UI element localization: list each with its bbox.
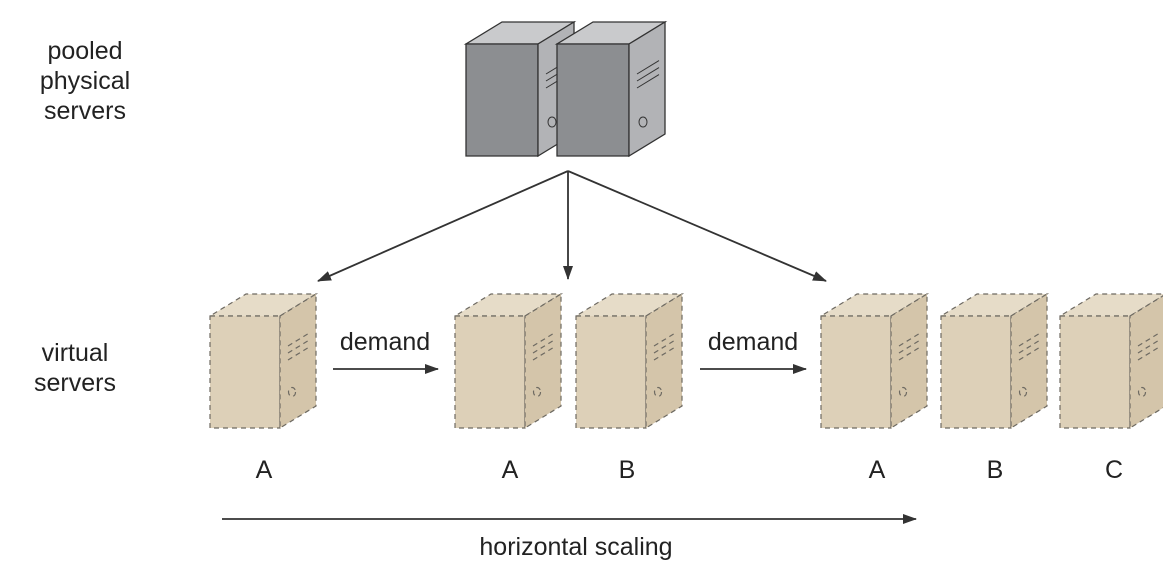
- physical-servers-group: [463, 20, 668, 158]
- arrow-icon: [317, 170, 569, 282]
- virtual-server-icon: [573, 292, 685, 430]
- horizontal-scaling-axis: horizontal scaling: [222, 514, 917, 561]
- server-front: [940, 315, 1012, 429]
- server-side: [890, 292, 928, 430]
- label-line: servers: [34, 369, 116, 397]
- drive-indicator: [638, 116, 648, 128]
- drive-indicator: [287, 386, 297, 398]
- server-letter-label: A: [502, 456, 519, 484]
- fan-out-arrows: [317, 170, 827, 282]
- virtual-server-icon: [452, 292, 564, 430]
- virtual-server-icon: [207, 292, 319, 430]
- label-line: virtual: [41, 339, 109, 367]
- vent-line: [1137, 339, 1161, 354]
- vent-line: [532, 332, 556, 347]
- vent-line: [1137, 332, 1161, 347]
- vent-line: [287, 332, 311, 347]
- label-line: physical: [39, 67, 131, 95]
- pooled-physical-servers-label: pooled physical servers: [20, 36, 150, 126]
- vent-line: [1018, 339, 1042, 354]
- vent-line: [653, 332, 677, 347]
- tower-server-icon: [554, 20, 668, 158]
- server-letter-label: A: [256, 456, 273, 484]
- vent-line: [898, 339, 922, 354]
- server-front: [465, 43, 539, 157]
- demand-label: demand: [340, 328, 430, 356]
- vent-line: [636, 74, 660, 89]
- server-side: [1129, 295, 1163, 430]
- server-front: [209, 315, 281, 429]
- arrow-icon: [567, 170, 827, 282]
- vent-line: [898, 332, 922, 347]
- vent-line: [532, 339, 556, 354]
- demand-label: demand: [708, 328, 798, 356]
- server-side: [645, 292, 683, 430]
- vent-line: [1137, 346, 1161, 361]
- server-front: [454, 315, 526, 429]
- virtual-server-icon: [938, 292, 1050, 430]
- label-line: servers: [44, 97, 126, 125]
- server-side: [1010, 292, 1048, 430]
- vent-line: [898, 346, 922, 361]
- server-side: [628, 20, 666, 158]
- server-letter-label: B: [987, 456, 1004, 484]
- server-front: [575, 315, 647, 429]
- vent-line: [287, 346, 311, 361]
- vent-line: [636, 67, 660, 82]
- axis-label: horizontal scaling: [479, 533, 672, 561]
- drive-indicator: [532, 386, 542, 398]
- server-front: [1059, 315, 1131, 429]
- server-front: [556, 43, 630, 157]
- vent-line: [653, 339, 677, 354]
- drive-indicator: [1018, 386, 1028, 398]
- server-front: [820, 315, 892, 429]
- vent-line: [287, 339, 311, 354]
- server-side: [279, 292, 317, 430]
- drive-indicator: [653, 386, 663, 398]
- drive-indicator: [898, 386, 908, 398]
- demand-arrows: demand demand: [333, 328, 807, 374]
- label-line: pooled: [47, 37, 123, 65]
- virtual-servers-group: [207, 292, 1163, 430]
- vent-line: [636, 60, 660, 75]
- virtual-server-icon: [1057, 293, 1163, 430]
- vent-line: [653, 346, 677, 361]
- vent-line: [1018, 332, 1042, 347]
- drive-indicator: [1137, 386, 1147, 398]
- virtual-servers-label: virtual servers: [10, 338, 140, 398]
- virtual-server-icon: [818, 292, 930, 430]
- vent-line: [1018, 346, 1042, 361]
- server-letter-label: C: [1105, 456, 1123, 484]
- server-letter-label: A: [869, 456, 886, 484]
- vent-line: [532, 346, 556, 361]
- server-side: [524, 292, 562, 430]
- drive-indicator: [547, 116, 557, 128]
- server-letter-label: B: [619, 456, 636, 484]
